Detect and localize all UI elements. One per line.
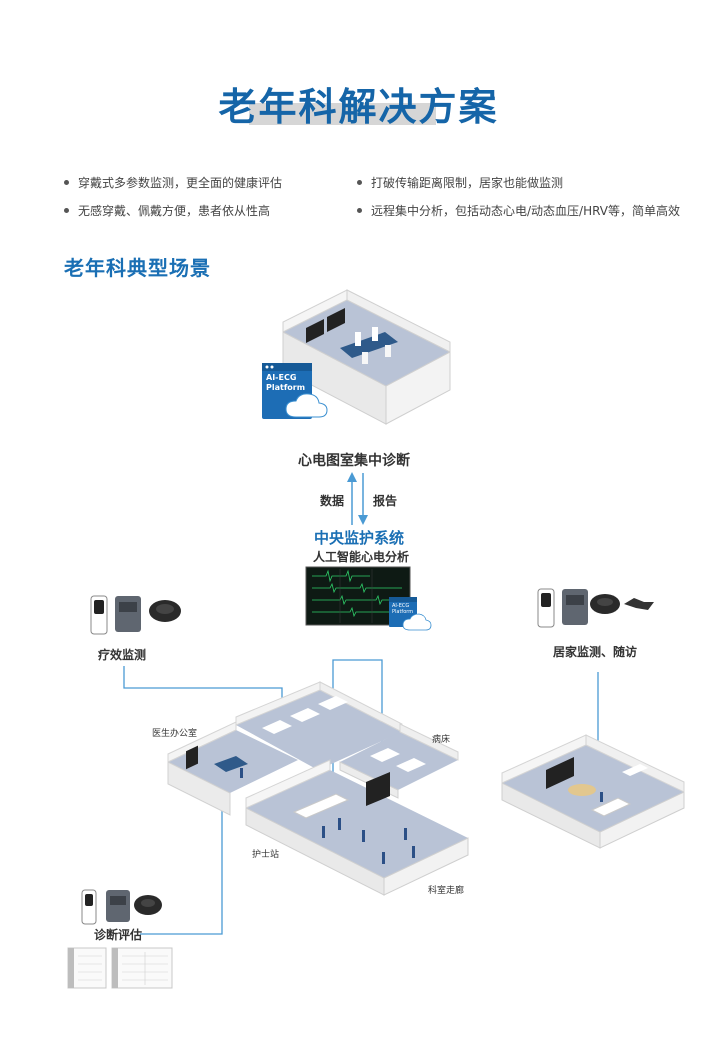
bullet-dot-icon — [357, 208, 362, 213]
title-underline-bar — [249, 103, 436, 125]
bullet-dot-icon — [64, 208, 69, 213]
platform-badge-small-text: AI-ECG Platform — [392, 603, 414, 615]
nurse-station-label: 护士站 — [252, 850, 280, 860]
title-wrap: 老年科解决方案 — [0, 76, 717, 131]
report-sheets-icon — [67, 947, 173, 989]
device-group-home-icon — [537, 588, 654, 628]
hospital-floor-illustration — [167, 681, 469, 896]
home-monitoring-label: 居家监测、随访 — [553, 645, 638, 659]
bullet-item: 穿戴式多参数监测，更全面的健康评估 — [64, 174, 282, 191]
ecg-room-illustration — [282, 289, 451, 425]
device-group-therapy-icon — [90, 595, 181, 635]
platform-badge-text: AI-ECG Platform — [266, 373, 306, 392]
ward-label: 病床 — [432, 735, 451, 745]
bullet-dot-icon — [357, 180, 362, 185]
central-system-label: 中央监护系统 — [314, 529, 405, 547]
platform-badge-top-icon — [262, 363, 328, 419]
flow-up-label: 数据 — [320, 494, 345, 508]
ai-analysis-label: 人工智能心电分析 — [313, 550, 410, 564]
ecg-room-label: 心电图室集中诊断 — [298, 453, 410, 469]
flow-down-label: 报告 — [373, 494, 398, 508]
bullet-item: 打破传输距离限制，居家也能做监测 — [357, 174, 563, 191]
section-title: 老年科典型场景 — [64, 256, 211, 280]
corridor-label: 科室走廊 — [428, 886, 465, 896]
bullet-dot-icon — [64, 180, 69, 185]
device-group-diagnosis-icon — [81, 889, 162, 925]
page-title: 老年科解决方案 — [218, 85, 499, 129]
home-room-illustration — [501, 734, 685, 849]
platform-badge-small-icon — [389, 597, 432, 631]
diagnosis-label: 诊断评估 — [94, 928, 143, 942]
central-monitor-screen — [305, 566, 411, 626]
therapy-monitoring-label: 疗效监测 — [98, 648, 147, 662]
bullet-item: 远程集中分析，包括动态心电/动态血压/HRV等，简单高效 — [357, 202, 680, 219]
doctor-office-label: 医生办公室 — [152, 729, 198, 739]
bullet-item: 无感穿戴、佩戴方便，患者依从性高 — [64, 202, 270, 219]
